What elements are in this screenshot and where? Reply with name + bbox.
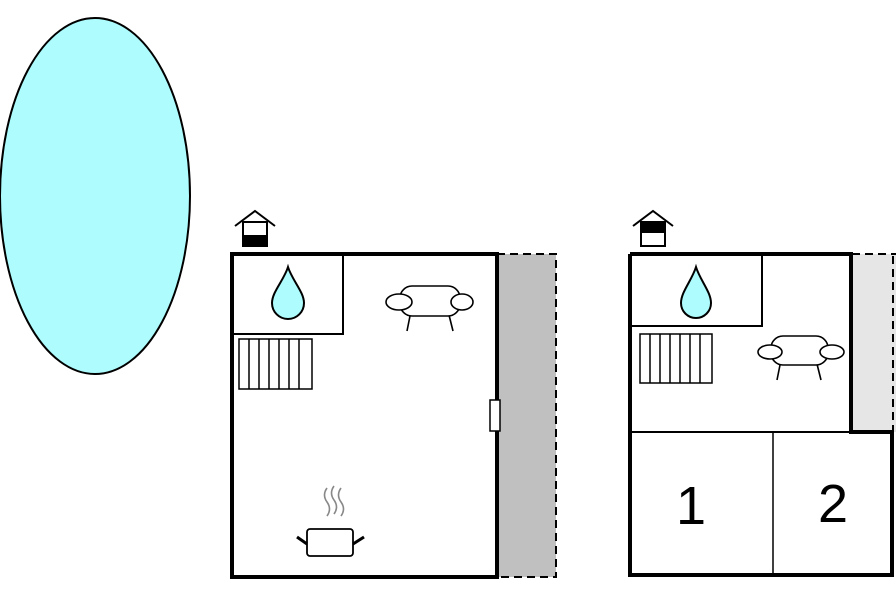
terrace-upper <box>851 254 896 432</box>
ground-floor <box>230 209 557 579</box>
stairs-icon <box>639 333 713 384</box>
bedroom-2-label: 2 <box>818 474 848 534</box>
bedroom-1-label: 1 <box>676 476 706 536</box>
terrace-ground <box>496 253 557 578</box>
bathroom-walls-upper <box>630 254 763 327</box>
entrance-icon <box>234 209 276 247</box>
bathroom-icon <box>679 263 713 319</box>
door-icon <box>489 399 501 432</box>
sofa-icon <box>385 285 474 332</box>
upper-floor: 1 2 <box>628 209 896 577</box>
sofa-icon <box>757 335 845 381</box>
bathroom-walls <box>232 254 344 335</box>
bathroom-icon <box>270 263 306 320</box>
upper-floor-walls <box>628 252 894 577</box>
pool <box>0 17 191 375</box>
kitchen-icon <box>296 485 365 557</box>
stairs-icon <box>238 338 313 390</box>
entrance-icon <box>632 209 674 247</box>
